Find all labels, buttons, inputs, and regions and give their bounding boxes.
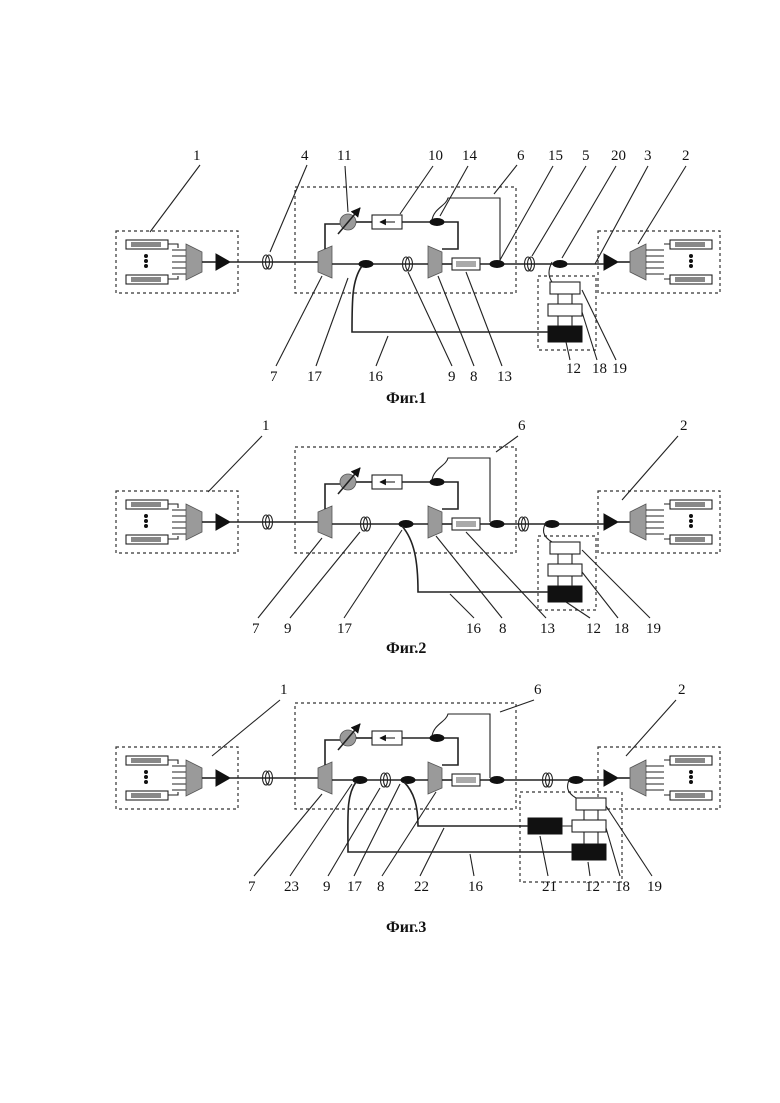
label-6: 6 — [534, 682, 542, 698]
node-box — [295, 187, 516, 293]
label-20: 20 — [611, 148, 626, 164]
label-19: 19 — [612, 361, 627, 377]
mux-8 — [428, 246, 442, 278]
label-11: 11 — [337, 148, 351, 164]
receiver-block — [598, 231, 720, 293]
label-15: 15 — [548, 148, 563, 164]
label-6: 6 — [518, 418, 526, 434]
figure-1: 1 4 11 10 14 6 15 5 20 3 2 7 17 16 9 8 1… — [116, 148, 720, 407]
label-2: 2 — [678, 682, 686, 698]
label-12: 12 — [566, 361, 581, 377]
label-13: 13 — [540, 621, 555, 637]
label-9: 9 — [284, 621, 292, 637]
label-16: 16 — [466, 621, 482, 637]
label-3: 3 — [644, 148, 652, 164]
label-17: 17 — [347, 879, 363, 895]
label-21: 21 — [542, 879, 557, 895]
label-12: 12 — [585, 879, 600, 895]
label-18: 18 — [615, 879, 630, 895]
caption-fig-2: Фиг.2 — [386, 640, 426, 657]
figure-3: 1 6 2 7 23 9 17 8 22 16 21 12 18 19 — [116, 682, 720, 936]
label-2: 2 — [680, 418, 688, 434]
label-1: 1 — [280, 682, 288, 698]
label-9: 9 — [323, 879, 331, 895]
label-18: 18 — [614, 621, 629, 637]
label-7: 7 — [270, 369, 278, 385]
label-19: 19 — [647, 879, 662, 895]
label-17: 17 — [337, 621, 353, 637]
transmitter-block — [116, 231, 238, 293]
label-8: 8 — [377, 879, 385, 895]
label-18: 18 — [592, 361, 607, 377]
label-19: 19 — [646, 621, 661, 637]
label-16: 16 — [468, 879, 484, 895]
figure-2: 1 6 2 7 9 17 16 8 13 12 18 19 Ф — [116, 418, 720, 657]
demux-7 — [318, 246, 332, 278]
label-13: 13 — [497, 369, 512, 385]
label-1: 1 — [193, 148, 201, 164]
label-14: 14 — [462, 148, 478, 164]
label-6: 6 — [517, 148, 525, 164]
label-7: 7 — [252, 621, 260, 637]
caption-fig-1: Фиг.1 — [386, 390, 426, 407]
label-1: 1 — [262, 418, 270, 434]
label-8: 8 — [499, 621, 507, 637]
label-5: 5 — [582, 148, 590, 164]
receiver-block — [598, 747, 720, 809]
caption-fig-3: Фиг.3 — [386, 919, 426, 936]
label-12: 12 — [586, 621, 601, 637]
label-2: 2 — [682, 148, 690, 164]
transmitter-block — [116, 491, 238, 553]
label-16: 16 — [368, 369, 384, 385]
label-4: 4 — [301, 148, 309, 164]
label-10: 10 — [428, 148, 443, 164]
label-7: 7 — [248, 879, 256, 895]
receiver-block — [598, 491, 720, 553]
label-22: 22 — [414, 879, 429, 895]
label-23: 23 — [284, 879, 299, 895]
label-17: 17 — [307, 369, 323, 385]
label-8: 8 — [470, 369, 478, 385]
transmitter-block — [116, 747, 238, 809]
label-9: 9 — [448, 369, 456, 385]
